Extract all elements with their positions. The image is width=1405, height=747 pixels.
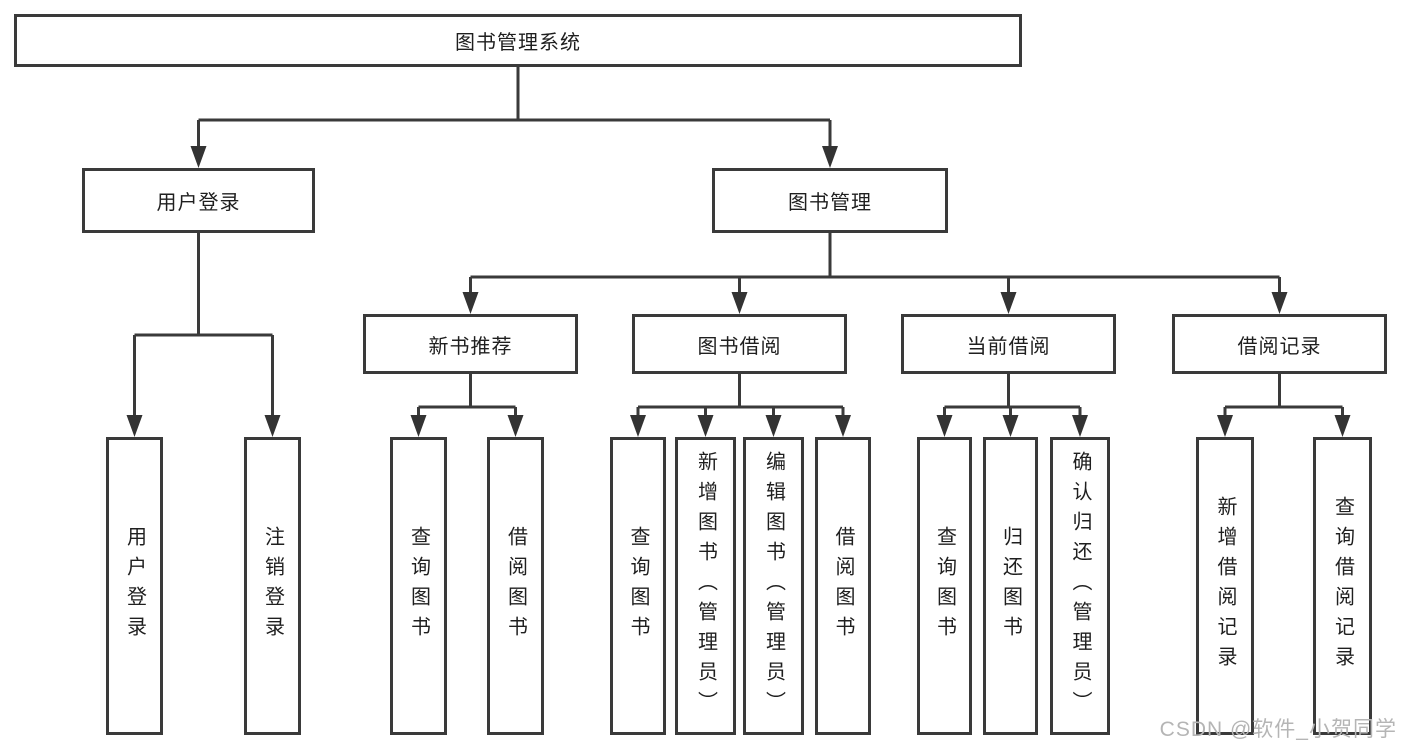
node-label: 用户登录	[123, 526, 146, 646]
node-label: 借阅记录	[1237, 335, 1322, 358]
node-label: 新增图书（管理员）	[694, 451, 717, 721]
node-label: 用户登录	[156, 192, 241, 214]
node-label: 归还图书	[999, 526, 1022, 646]
node-label: 新书推荐	[428, 335, 513, 358]
node-book-borrowing: 图书借阅	[632, 314, 847, 374]
leaf-borrow-books: 借阅图书	[815, 437, 871, 735]
node-label: 新增借阅记录	[1214, 496, 1236, 676]
node-label: 图书管理系统	[455, 32, 581, 54]
leaf-query-borrow-record: 查询借阅记录	[1313, 437, 1372, 735]
node-label: 借阅图书	[504, 526, 527, 646]
leaf-edit-books-admin: 编辑图书（管理员）	[743, 437, 804, 735]
leaf-borrow-books-recommend: 借阅图书	[487, 437, 544, 735]
csdn-watermark: CSDN @软件_小贺同学	[1159, 718, 1397, 741]
node-label: 查询图书	[933, 526, 956, 646]
arrowheads	[126, 146, 1351, 437]
node-library-management-system: 图书管理系统	[14, 14, 1022, 67]
node-label: 注销登录	[261, 526, 284, 646]
leaf-user-login: 用户登录	[106, 437, 163, 735]
node-label: 借阅图书	[832, 526, 854, 646]
leaf-return-books: 归还图书	[983, 437, 1038, 735]
leaf-confirm-return-admin: 确认归还（管理员）	[1050, 437, 1110, 735]
node-label: 图书管理	[788, 192, 872, 214]
node-label: 查询图书	[407, 526, 430, 646]
node-borrowing-records: 借阅记录	[1172, 314, 1387, 374]
node-label: 图书借阅	[697, 335, 782, 358]
node-label: 查询图书	[627, 526, 649, 646]
node-current-borrowing: 当前借阅	[901, 314, 1116, 374]
node-user-login-branch: 用户登录	[82, 168, 315, 233]
node-label: 确认归还（管理员）	[1069, 451, 1091, 721]
leaf-add-borrow-record: 新增借阅记录	[1196, 437, 1254, 735]
node-label: 编辑图书（管理员）	[762, 451, 785, 721]
node-label: 查询借阅记录	[1331, 496, 1354, 676]
leaf-query-books-recommend: 查询图书	[390, 437, 447, 735]
node-book-management-branch: 图书管理	[712, 168, 948, 233]
leaf-query-books-current: 查询图书	[917, 437, 972, 735]
node-new-book-recommendation: 新书推荐	[363, 314, 578, 374]
node-label: 当前借阅	[966, 335, 1051, 358]
leaf-query-books-borrow: 查询图书	[610, 437, 666, 735]
leaf-add-books-admin: 新增图书（管理员）	[675, 437, 736, 735]
leaf-logout: 注销登录	[244, 437, 301, 735]
